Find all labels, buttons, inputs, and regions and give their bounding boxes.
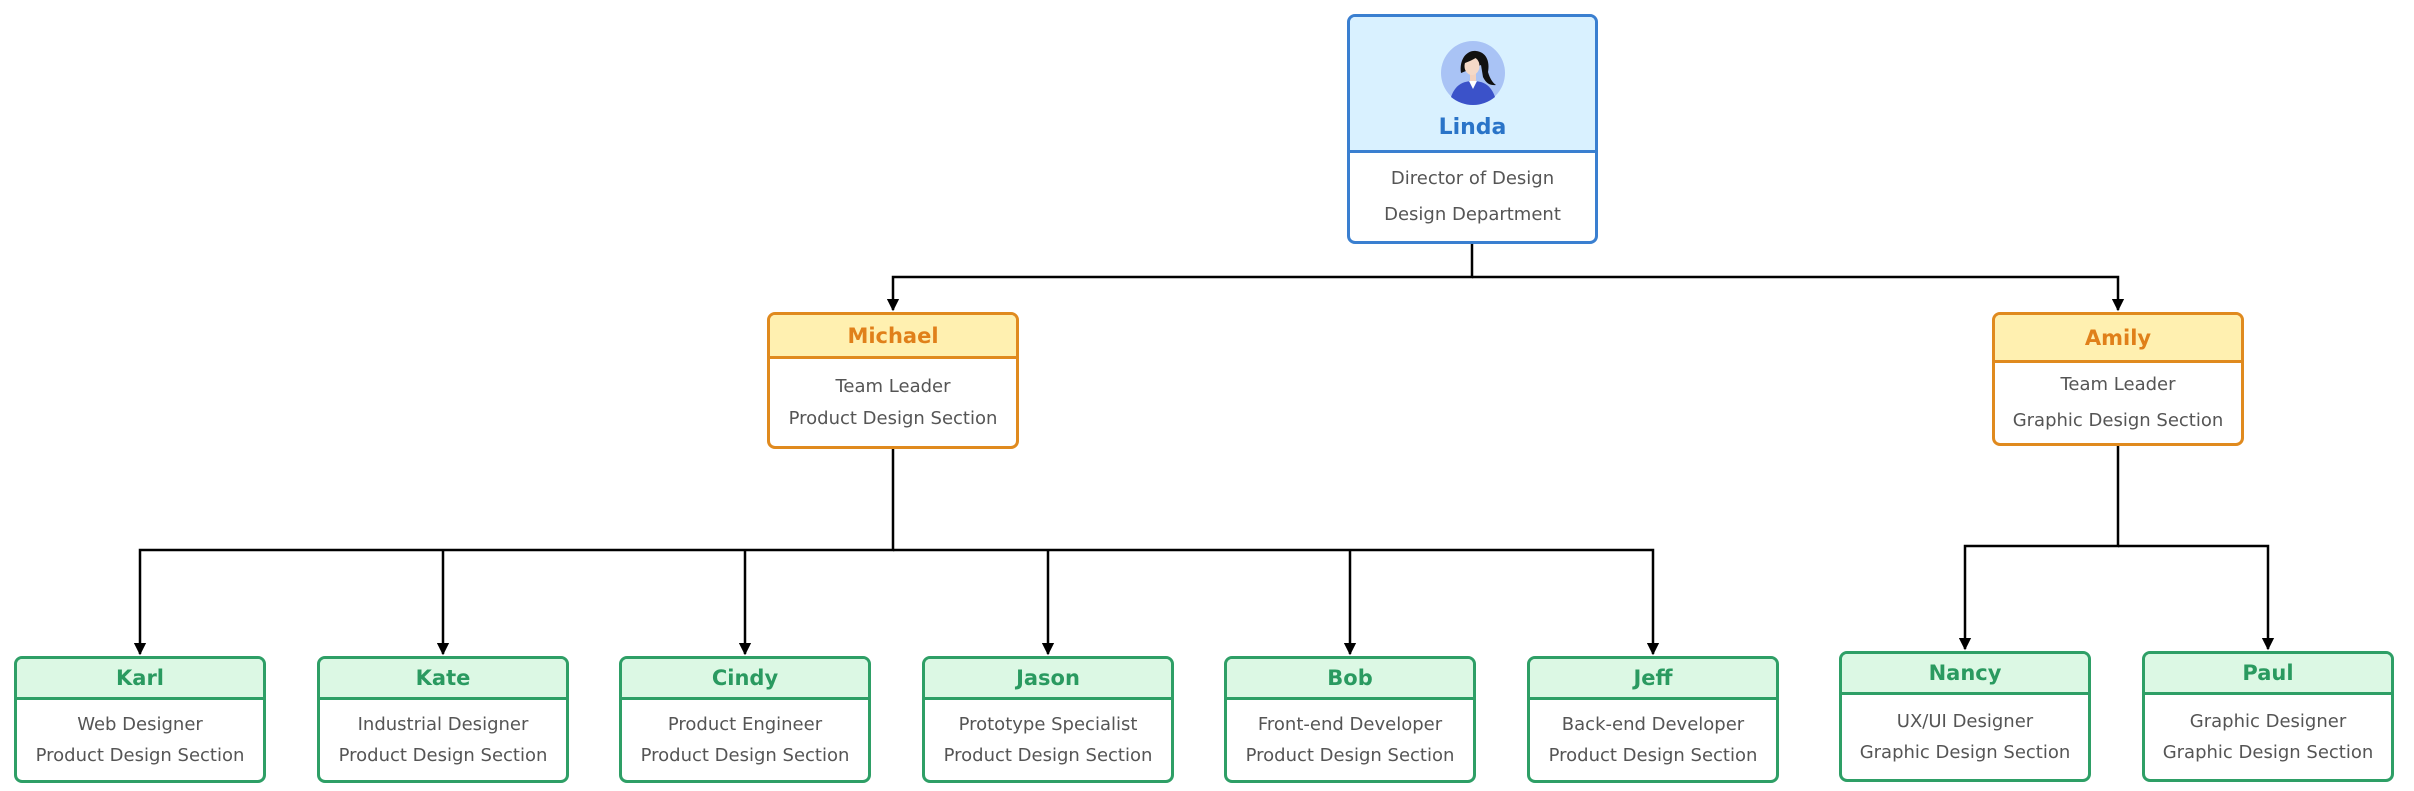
member-title: Industrial Designer [357, 714, 529, 735]
member-section: Product Design Section [338, 745, 548, 766]
leader-card-amily[interactable]: Amily Team Leader Graphic Design Section [1992, 312, 2244, 446]
member-section: Graphic Design Section [2162, 742, 2374, 763]
member-name: Paul [2242, 661, 2294, 685]
member-name: Jeff [1633, 666, 1673, 690]
leader-title: Team Leader [835, 375, 951, 397]
director-card[interactable]: Linda Director of Design Design Departme… [1347, 14, 1598, 244]
member-section: Product Design Section [640, 745, 850, 766]
member-title: Back-end Developer [1561, 714, 1745, 735]
leader-details: Team Leader Product Design Section [770, 359, 1016, 446]
member-title: Graphic Designer [2189, 711, 2347, 732]
member-header: Jeff [1530, 659, 1776, 700]
member-section: Product Design Section [1548, 745, 1758, 766]
member-section: Product Design Section [943, 745, 1153, 766]
connector-michael-jeff [893, 548, 1660, 656]
leader-title: Team Leader [2060, 374, 2176, 395]
leader-name: Michael [847, 323, 939, 348]
connector-amily-nancy [1958, 446, 2120, 651]
member-details: Web Designer Product Design Section [17, 700, 263, 780]
director-details: Director of Design Design Department [1350, 153, 1595, 241]
member-name: Nancy [1928, 661, 2002, 685]
member-header: Jason [925, 659, 1171, 700]
member-card-paul[interactable]: Paul Graphic Designer Graphic Design Sec… [2142, 651, 2394, 782]
member-card-bob[interactable]: Bob Front-end Developer Product Design S… [1224, 656, 1476, 783]
member-name: Jason [1016, 666, 1080, 690]
member-card-nancy[interactable]: Nancy UX/UI Designer Graphic Design Sect… [1839, 651, 2091, 782]
member-card-kate[interactable]: Kate Industrial Designer Product Design … [317, 656, 569, 783]
member-details: Back-end Developer Product Design Sectio… [1530, 700, 1776, 780]
connector-director-amily [1472, 275, 2125, 312]
member-section: Graphic Design Section [1859, 742, 2071, 763]
leader-section: Product Design Section [788, 407, 998, 429]
member-title: Web Designer [77, 714, 203, 735]
member-details: Industrial Designer Product Design Secti… [320, 700, 566, 780]
member-name: Cindy [711, 666, 779, 690]
leader-name: Amily [2084, 325, 2152, 350]
member-header: Cindy [622, 659, 868, 700]
connector-director-michael [886, 244, 1474, 312]
director-department: Design Department [1384, 204, 1561, 225]
leader-card-michael[interactable]: Michael Team Leader Product Design Secti… [767, 312, 1019, 449]
member-title: Product Engineer [667, 714, 823, 735]
member-header: Karl [17, 659, 263, 700]
member-title: Prototype Specialist [958, 714, 1138, 735]
leader-details: Team Leader Graphic Design Section [1995, 363, 2241, 443]
woman-avatar-icon [1440, 41, 1505, 105]
connector-amily-paul [2118, 544, 2275, 651]
member-title: Front-end Developer [1257, 714, 1443, 735]
member-name: Kate [415, 666, 471, 690]
connector-michael-karl [133, 449, 895, 656]
leader-section: Graphic Design Section [2012, 410, 2224, 431]
leader-header: Michael [770, 315, 1016, 359]
member-card-jason[interactable]: Jason Prototype Specialist Product Desig… [922, 656, 1174, 783]
member-details: UX/UI Designer Graphic Design Section [1842, 695, 2088, 779]
member-details: Front-end Developer Product Design Secti… [1227, 700, 1473, 780]
member-details: Prototype Specialist Product Design Sect… [925, 700, 1171, 780]
member-header: Kate [320, 659, 566, 700]
director-title: Director of Design [1390, 168, 1555, 189]
member-name: Bob [1327, 666, 1373, 690]
member-header: Nancy [1842, 654, 2088, 695]
member-card-jeff[interactable]: Jeff Back-end Developer Product Design S… [1527, 656, 1779, 783]
member-card-cindy[interactable]: Cindy Product Engineer Product Design Se… [619, 656, 871, 783]
member-details: Graphic Designer Graphic Design Section [2145, 695, 2391, 779]
member-header: Bob [1227, 659, 1473, 700]
leader-header: Amily [1995, 315, 2241, 363]
member-section: Product Design Section [1245, 745, 1455, 766]
member-section: Product Design Section [35, 745, 245, 766]
member-title: UX/UI Designer [1896, 711, 2034, 732]
member-details: Product Engineer Product Design Section [622, 700, 868, 780]
director-name: Linda [1438, 115, 1507, 140]
member-name: Karl [116, 666, 164, 690]
director-header: Linda [1350, 17, 1595, 153]
member-card-karl[interactable]: Karl Web Designer Product Design Section [14, 656, 266, 783]
member-header: Paul [2145, 654, 2391, 695]
